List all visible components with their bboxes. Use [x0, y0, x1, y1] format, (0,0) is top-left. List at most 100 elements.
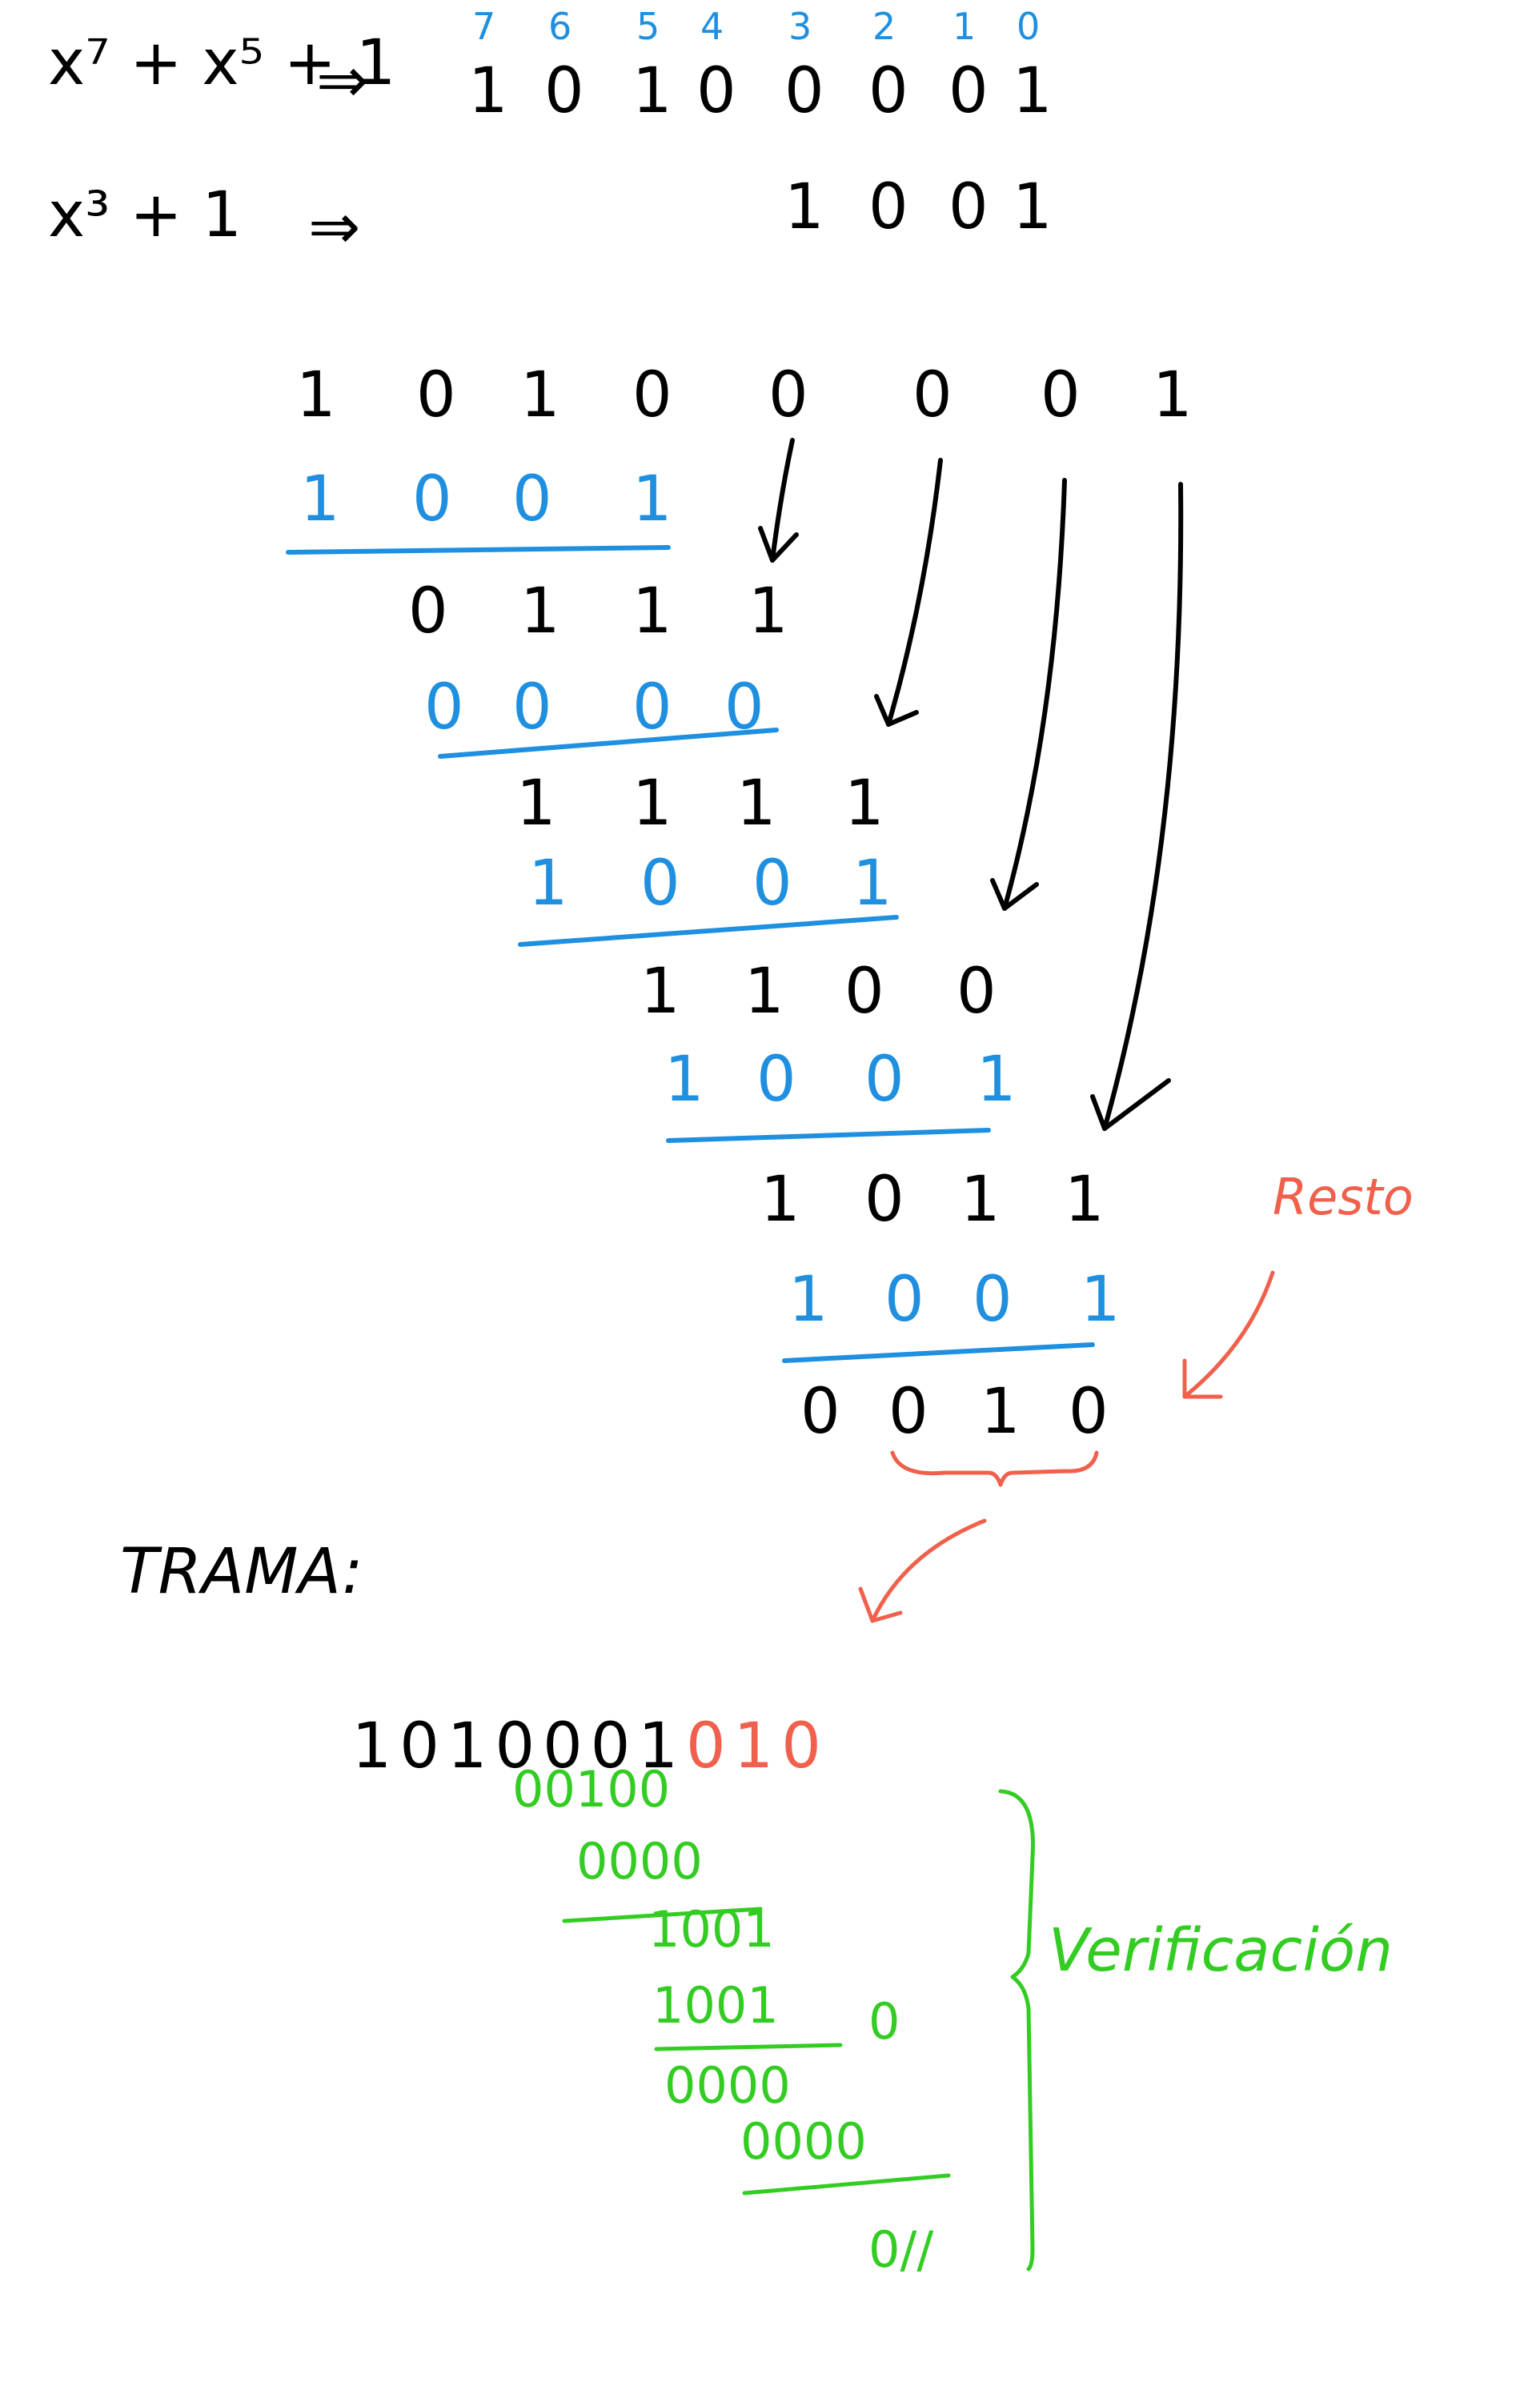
poly2-bit: 0: [948, 171, 989, 243]
verification-rule-3: [742, 2173, 951, 2196]
verification-line: 1001: [652, 1976, 779, 2035]
dividend-bit: 1: [296, 359, 336, 431]
subtrahend-bit: 1: [977, 1044, 1017, 1116]
poly1-bit: 0: [544, 55, 584, 127]
arrow-2-head: [874, 694, 919, 727]
poly2-bit: 1: [784, 171, 824, 243]
remainder-annotations: [858, 1270, 1275, 1623]
subtrahend-bit: 1: [632, 463, 672, 535]
partial-result-bit: 1: [1065, 1164, 1105, 1236]
partial-result-bit: 0: [888, 1376, 928, 1448]
frame-arrow-head: [858, 1586, 903, 1623]
partial-result-bit: 1: [760, 1164, 800, 1236]
partial-result-bit: 0: [864, 1164, 904, 1236]
partial-result-bit: 1: [960, 1164, 1001, 1236]
verification-brace: [998, 1789, 1035, 2272]
subtrahend-bit: 0: [752, 848, 792, 920]
verification-strokes: [562, 1789, 1035, 2272]
poly1-bit: 1: [468, 55, 508, 127]
verification-line: 0000: [664, 2056, 791, 2115]
partial-result-bit: 1: [981, 1376, 1021, 1448]
subtrahend-bit: 0: [756, 1044, 796, 1116]
partial-result-bit: 0: [800, 1376, 840, 1448]
verification-line: 0000: [576, 1832, 703, 1891]
division-rules: [286, 545, 1095, 1363]
arrow-3-head: [990, 878, 1039, 911]
subtrahend-bit: 0: [512, 672, 552, 744]
subtrahend-bit: 1: [788, 1264, 828, 1336]
subtrahend-bit: 0: [640, 848, 680, 920]
partial-result-bit: 0: [1069, 1376, 1109, 1448]
subtrahend-bit: 0: [512, 463, 552, 535]
subtrahend-bit: 1: [300, 463, 340, 535]
frame-label: TRAMA:: [120, 1536, 363, 1608]
subtrahend-bit: 0: [412, 463, 452, 535]
poly2-bit: 0: [868, 171, 908, 243]
partial-result-bit: 0: [844, 956, 884, 1028]
polynomial-2: x³ + 1: [48, 179, 242, 251]
partial-result-bit: 0: [956, 956, 997, 1028]
verification-line: 0000: [740, 2112, 867, 2171]
frame-arrow-shaft: [870, 1518, 987, 1623]
verification-rule-2: [654, 2043, 843, 2051]
partial-result-bit: 1: [632, 575, 672, 648]
implies-arrow-1: ⇒: [316, 45, 369, 117]
implies-arrow-2: ⇒: [308, 191, 361, 263]
arrow-1-head: [758, 526, 799, 563]
division-rule-2: [438, 728, 779, 759]
division-rule-4: [666, 1128, 991, 1143]
bit-index: 7: [472, 5, 496, 48]
poly1-bit: 0: [948, 55, 989, 127]
partial-result-bit: 1: [520, 575, 560, 648]
subtrahend-bit: 1: [664, 1044, 704, 1116]
poly1-bit: 1: [1013, 55, 1053, 127]
verification-line: 0//: [868, 2220, 934, 2279]
poly1-bit: 0: [784, 55, 824, 127]
verification-label: Verificación: [1049, 1916, 1394, 1985]
verification-rule-1: [562, 1907, 763, 1923]
arrow-4-shaft: [1102, 482, 1184, 1131]
arrow-1-shaft: [770, 438, 795, 563]
subtrahend-bit: 0: [632, 672, 672, 744]
arrow-2-shaft: [886, 458, 943, 727]
remainder-brace: [890, 1450, 1099, 1487]
poly1-bit: 1: [632, 55, 672, 127]
dividend-bit: 0: [632, 359, 672, 431]
dividend-bit: 0: [416, 359, 456, 431]
poly1-bit: 0: [696, 55, 736, 127]
bit-index: 3: [788, 5, 812, 48]
partial-result-bit: 1: [736, 768, 776, 840]
bit-index: 1: [952, 5, 977, 48]
poly1-bit: 0: [868, 55, 908, 127]
subtrahend-bit: 0: [884, 1264, 924, 1336]
partial-result-bit: 1: [844, 768, 884, 840]
partial-result-bit: 1: [744, 956, 784, 1028]
dividend-bit: 0: [1041, 359, 1081, 431]
frame-data-bits: 1010001: [351, 1710, 686, 1782]
dividend-bit: 1: [1153, 359, 1193, 431]
dividend-bit: 0: [912, 359, 952, 431]
bit-index: 5: [636, 5, 660, 48]
partial-result-bit: 1: [632, 768, 672, 840]
subtrahend-bit: 0: [864, 1044, 904, 1116]
partial-result-bit: 0: [408, 575, 448, 648]
partial-result-bit: 1: [748, 575, 788, 648]
verification-line: 00100: [512, 1760, 671, 1819]
poly2-bit: 1: [1013, 171, 1053, 243]
dividend-bit: 0: [768, 359, 808, 431]
arrow-3-shaft: [1002, 478, 1067, 911]
remainder-arrow-head: [1182, 1358, 1223, 1399]
frame-crc-bits: 010: [685, 1710, 829, 1782]
frame-bits: 1010001010: [296, 1653, 829, 1778]
arrow-4-head: [1090, 1078, 1171, 1131]
bit-index: 2: [872, 5, 896, 48]
polynomial-1: x⁷ + x⁵ + 1: [48, 27, 396, 99]
subtrahend-bit: 1: [1081, 1264, 1121, 1336]
subtrahend-bit: 0: [973, 1264, 1013, 1336]
subtrahend-bit: 1: [852, 848, 892, 920]
bit-index: 6: [548, 5, 572, 48]
bring-down-arrows: [758, 438, 1184, 1131]
dividend-bit: 1: [520, 359, 560, 431]
remainder-label: Resto: [1273, 1168, 1414, 1226]
